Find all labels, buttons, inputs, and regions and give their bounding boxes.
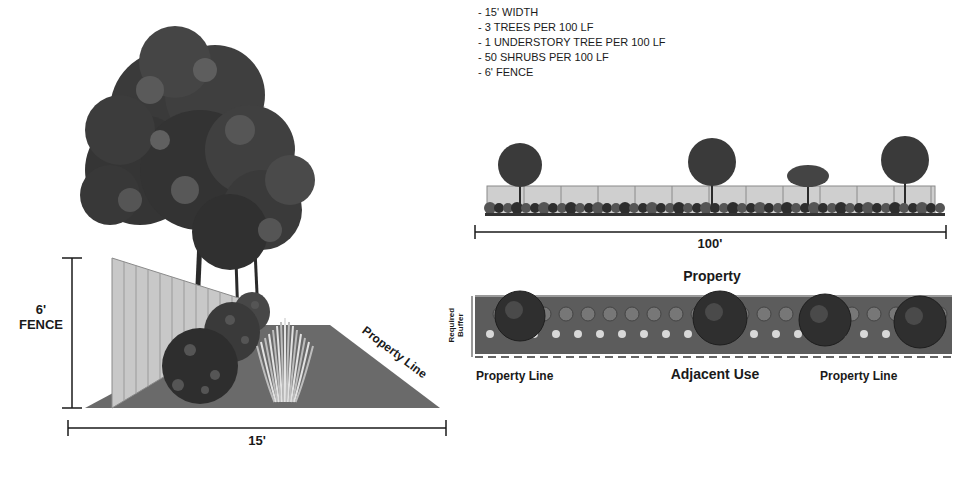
buffer-elevation [484, 136, 945, 216]
buffer-label: Required Buffer [447, 295, 465, 355]
requirement-note: - 3 TREES PER 100 LF [478, 21, 738, 34]
ornamental-grass [257, 318, 313, 402]
tree-canopy [80, 26, 315, 270]
area-label: Adjacent Use [665, 366, 765, 382]
dimension-label: 100' [680, 237, 740, 252]
dimension-label: 6' FENCE [14, 303, 68, 333]
requirement-note: - 15' WIDTH [478, 6, 738, 19]
dimension-line [62, 258, 82, 408]
area-label: Property [650, 268, 774, 284]
dimension-label: 15' [232, 434, 282, 449]
property-line-label: Property Line [476, 370, 596, 384]
buffer-plan [472, 291, 952, 357]
requirement-note: - 6' FENCE [478, 66, 738, 79]
requirement-note: - 50 SHRUBS PER 100 LF [478, 51, 738, 64]
shrubs [162, 292, 270, 404]
property-line-label: Property Line [820, 370, 940, 384]
requirement-note: - 1 UNDERSTORY TREE PER 100 LF [478, 36, 738, 49]
